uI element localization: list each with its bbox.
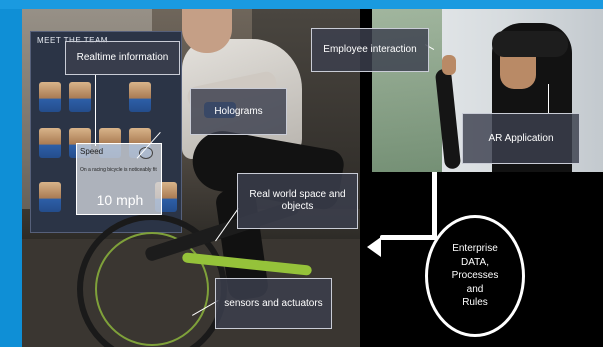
connector-arrow <box>432 172 437 237</box>
bike-wheel-rim <box>95 232 209 346</box>
team-photo <box>39 128 61 158</box>
leader-line <box>548 84 549 114</box>
speed-title: Speed <box>80 147 104 156</box>
speed-hologram-card: Speed On a racing bicycle is noticeably … <box>76 143 162 215</box>
label-ar-application: AR Application <box>462 113 580 164</box>
enterprise-line: Processes <box>451 270 499 282</box>
ar-user-hand <box>442 55 456 75</box>
arrow-head-icon <box>367 237 381 257</box>
team-board-title: MEET THE TEAM <box>37 36 107 45</box>
speed-description: On a racing bicycle is noticeably fit <box>80 167 157 173</box>
label-employee-interaction: Employee interaction <box>311 28 429 72</box>
label-sensors: sensors and actuators <box>215 278 332 329</box>
label-real-world: Real world space and objects <box>237 173 358 229</box>
enterprise-line: Rules <box>462 297 488 309</box>
team-photo <box>39 82 61 112</box>
team-photo <box>129 82 151 112</box>
enterprise-line: Enterprise <box>452 243 498 255</box>
enterprise-line: DATA, <box>461 256 489 268</box>
connector-arrow <box>380 235 437 240</box>
team-photo <box>39 182 61 212</box>
label-realtime-information: Realtime information <box>65 41 180 75</box>
team-photo <box>69 82 91 112</box>
speed-value: 10 mph <box>96 192 144 208</box>
header-strip <box>0 0 603 9</box>
enterprise-data-circle: Enterprise DATA, Processes and Rules <box>425 215 525 337</box>
leader-line <box>95 74 96 146</box>
enterprise-line: and <box>466 283 484 295</box>
label-holograms: Holograms <box>190 88 287 135</box>
rider-head <box>182 9 232 53</box>
headset-icon <box>492 31 568 57</box>
